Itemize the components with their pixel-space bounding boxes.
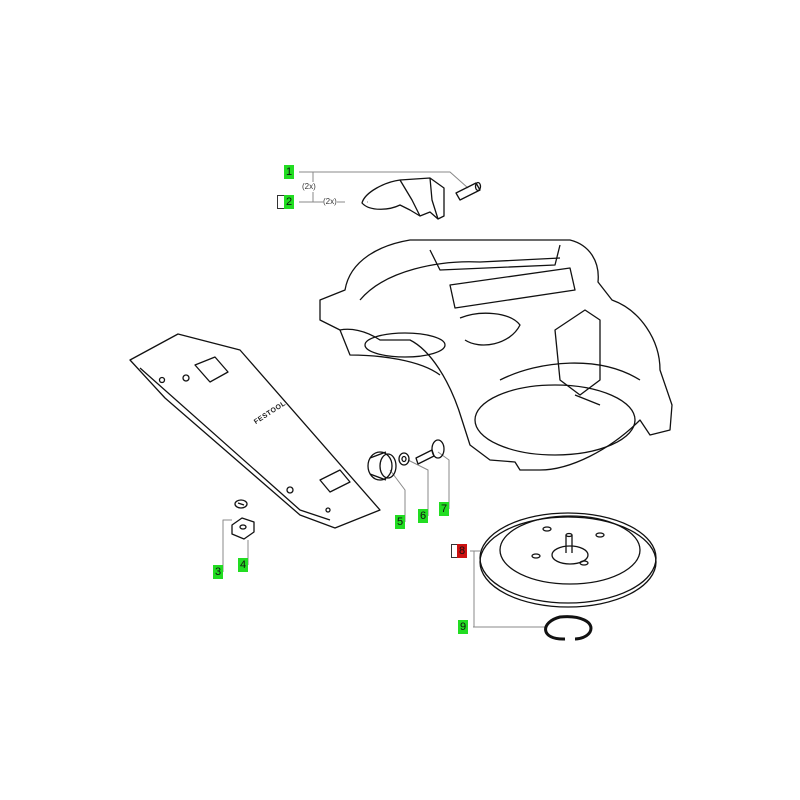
clip-part-2 (361, 177, 445, 220)
part-label-3[interactable]: 3 (213, 565, 223, 579)
qty-part-1: (2x) (302, 182, 316, 192)
part-label-6[interactable]: 6 (418, 509, 428, 523)
fence-plate (129, 333, 381, 529)
part-label-5[interactable]: 5 (395, 515, 405, 529)
pin-part-1 (455, 181, 482, 201)
base-housing (319, 239, 673, 471)
part-label-9[interactable]: 9 (458, 620, 468, 634)
bolt-part-7 (415, 439, 445, 465)
knob-part-5 (367, 451, 397, 481)
disk-part-8 (479, 512, 657, 608)
nut-part-4 (231, 517, 255, 540)
leader-lines (222, 171, 545, 628)
part-label-8[interactable]: 8 (457, 544, 467, 558)
part-label-1[interactable]: 1 (284, 165, 294, 179)
part-label-4[interactable]: 4 (238, 558, 248, 572)
washer-part-6 (398, 452, 410, 466)
ring-part-9 (544, 615, 593, 641)
part-label-2[interactable]: 2 (284, 195, 294, 209)
screw-part-3 (234, 499, 248, 509)
qty-part-2: (2x) (323, 197, 337, 207)
part-label-7[interactable]: 7 (439, 502, 449, 516)
